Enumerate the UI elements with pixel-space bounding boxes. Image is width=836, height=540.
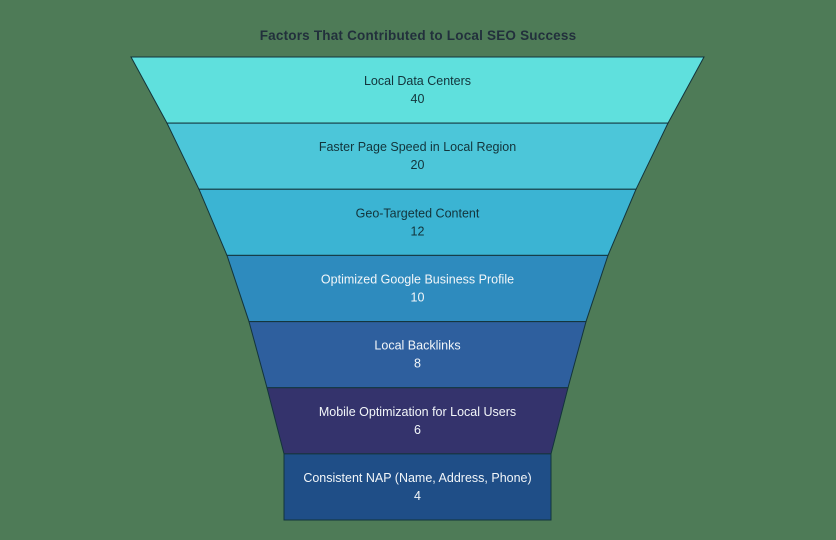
funnel-segment-label: Optimized Google Business Profile — [321, 273, 514, 287]
funnel-segment-value: 40 — [411, 92, 425, 106]
funnel-segment-label: Local Backlinks — [374, 339, 460, 353]
funnel-segment-label: Consistent NAP (Name, Address, Phone) — [303, 471, 531, 485]
funnel-segment-value: 10 — [411, 291, 425, 305]
funnel-segment — [248, 321, 587, 389]
funnel-segment-label: Geo-Targeted Content — [356, 206, 480, 220]
funnel-segment — [283, 453, 552, 521]
funnel-segment-label: Local Data Centers — [364, 74, 471, 88]
funnel-segment-value: 8 — [414, 357, 421, 371]
chart-title: Factors That Contributed to Local SEO Su… — [259, 28, 577, 43]
funnel-segment-value: 4 — [414, 489, 421, 503]
funnel-segment-value: 20 — [411, 158, 425, 172]
funnel-segment-label: Faster Page Speed in Local Region — [319, 140, 516, 154]
funnel-segment — [226, 254, 609, 323]
funnel-segment-label: Mobile Optimization for Local Users — [319, 405, 516, 419]
funnel-segment — [266, 387, 569, 455]
funnel-segment — [130, 56, 705, 124]
funnel-segment — [198, 188, 637, 256]
funnel-segment-value: 6 — [414, 423, 421, 437]
funnel-segment — [166, 122, 669, 190]
funnel-segment-value: 12 — [411, 224, 425, 238]
